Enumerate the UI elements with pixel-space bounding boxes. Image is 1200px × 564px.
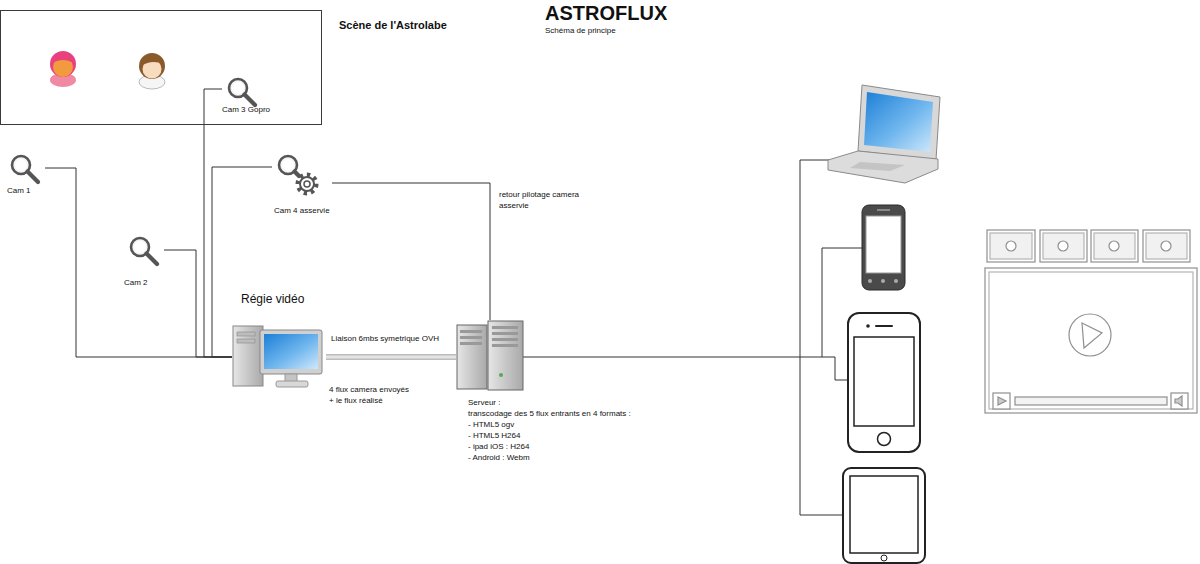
node-label: Régie vidéo [241, 292, 304, 307]
server-note: - Android : Webm [468, 453, 530, 463]
camera-node: Cam 3 Gopro [222, 75, 273, 117]
video-player-mockup [985, 230, 1197, 413]
pc-icon [232, 324, 324, 390]
node-label: Serveur : [468, 398, 500, 408]
avatar-girl [50, 51, 76, 87]
server-note: - HTML5 ogv [468, 420, 514, 430]
camera-node: Cam 4 asservie [272, 152, 332, 218]
note-label: 4 flux camera envoyés [329, 384, 409, 395]
cam4-icon [274, 152, 324, 200]
ipad-icon [843, 468, 925, 563]
device-wires [523, 160, 862, 515]
note-label: + le flux réalisé [329, 395, 383, 406]
node-label: Cam 4 asservie [274, 206, 330, 216]
avatar-woman [139, 53, 165, 89]
camera-wire [332, 183, 490, 320]
server-note: - ipad iOS : H264 [468, 442, 529, 452]
node-label: Cam 2 [124, 278, 148, 288]
server-node: Serveur :transcodage des 5 flux entrants… [456, 320, 633, 465]
laptop-icon [828, 85, 940, 183]
cam-icon [7, 152, 43, 186]
phone-icon [862, 205, 905, 290]
stage-box: Scène de l'AstrolabeCam 3 Gopro [0, 10, 322, 125]
cam-icon [224, 75, 260, 109]
camera-wire [204, 89, 232, 357]
diagram-caption: Schéma de principe [545, 26, 616, 36]
control-room-node: Régie vidéo [232, 292, 326, 392]
stage-heading: Scène de l'Astrolabe [339, 19, 447, 32]
server-note: - HTML5 H264 [468, 431, 520, 441]
camera-node: Cam 1 [5, 152, 45, 198]
camera-wire [164, 250, 232, 357]
network-link-highlight [326, 356, 456, 359]
camera-node: Cam 2 [121, 234, 164, 290]
diagram-title: ASTROFLUX [545, 2, 667, 24]
connector-label: Liaison 6mbs symetrique OVH [331, 333, 439, 344]
network-link [326, 354, 456, 360]
iphone-icon [848, 313, 920, 452]
node-label: Cam 1 [7, 186, 31, 196]
server-icon [456, 320, 524, 392]
node-label: Cam 3 Gopro [222, 105, 270, 115]
cam-icon [126, 234, 162, 268]
server-note: transcodage des 5 flux entrants en 4 for… [468, 409, 631, 419]
connector-label: retour pilotage camera asservie [499, 189, 595, 211]
